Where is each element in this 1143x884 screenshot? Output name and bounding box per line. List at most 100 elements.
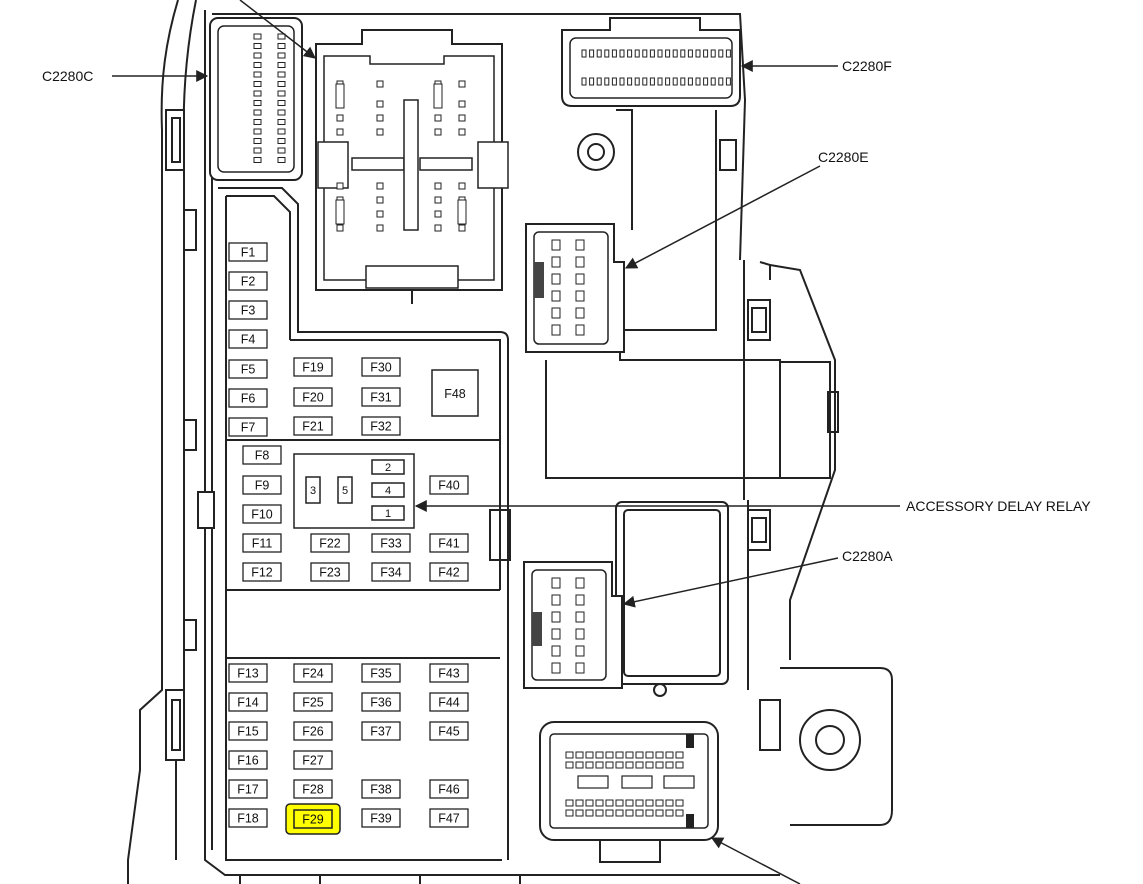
fuse-label-f36: F36 bbox=[370, 696, 392, 710]
connector-c2280a bbox=[523, 561, 623, 689]
c2280f-pin bbox=[703, 49, 709, 58]
c2280e-pin bbox=[575, 307, 585, 319]
center-connector-pin bbox=[336, 182, 344, 190]
c2280f-pin bbox=[680, 49, 686, 58]
c2280f-pin bbox=[642, 49, 648, 58]
c2280c-pin bbox=[277, 100, 286, 106]
fuse-label-f48: F48 bbox=[444, 387, 466, 401]
fuse-label-f26: F26 bbox=[302, 725, 324, 739]
housing-clips bbox=[165, 109, 781, 863]
bottom-connector-pin bbox=[665, 799, 674, 807]
fuse-label-f24: F24 bbox=[302, 667, 324, 681]
center-connector-pin bbox=[376, 128, 384, 136]
fuse-label-f1: F1 bbox=[241, 246, 256, 260]
fuse-f14: F14 bbox=[228, 692, 268, 712]
bottom-connector-pin bbox=[665, 809, 674, 817]
c2280f-pin bbox=[596, 77, 602, 86]
center-connector-pin bbox=[336, 128, 344, 136]
center-connector-pin bbox=[376, 224, 384, 232]
fuse-label-f28: F28 bbox=[302, 783, 324, 797]
c2280c-pin bbox=[253, 109, 262, 116]
bottom-connector-pin bbox=[575, 809, 584, 817]
connector-center-pins bbox=[335, 80, 467, 232]
c2280c-pin bbox=[277, 138, 286, 144]
c2280e-pin bbox=[575, 256, 585, 268]
c2280f-pin bbox=[589, 77, 595, 86]
center-connector-pin bbox=[376, 182, 384, 190]
bottom-connector-pin bbox=[615, 809, 624, 817]
c2280c-pin bbox=[277, 33, 286, 40]
c2280c-pin bbox=[277, 43, 286, 49]
bottom-connector-pin bbox=[625, 809, 634, 817]
bottom-connector-pin bbox=[565, 751, 574, 759]
fuse-f2: F2 bbox=[228, 271, 268, 291]
c2280f-pin bbox=[604, 49, 610, 58]
c2280f-pin bbox=[611, 49, 617, 58]
c2280c-pin bbox=[277, 81, 286, 87]
bottom-connector-pin bbox=[605, 809, 614, 817]
fuse-f15: F15 bbox=[228, 721, 268, 741]
c2280f-pin bbox=[589, 49, 595, 58]
bottom-connector-pin bbox=[635, 761, 644, 769]
c2280c-pin bbox=[277, 157, 286, 163]
fuse-label-f11: F11 bbox=[252, 537, 273, 551]
fuse-label-f38: F38 bbox=[370, 783, 392, 797]
bottom-connector-pin bbox=[575, 799, 584, 807]
c2280c-pin bbox=[253, 43, 262, 49]
connector-c2280c-pins bbox=[253, 33, 286, 163]
c2280c-pin bbox=[253, 138, 262, 144]
callout-lines bbox=[112, 0, 900, 884]
fuse-f47: F47 bbox=[429, 808, 469, 828]
connector-c2280e bbox=[525, 223, 625, 353]
c2280f-pin bbox=[695, 77, 701, 86]
bottom-connector-pin bbox=[645, 761, 654, 769]
bottom-connector-pin bbox=[565, 761, 574, 769]
c2280f-pin bbox=[581, 49, 587, 58]
center-connector-pin bbox=[458, 182, 466, 190]
c2280a-pin bbox=[551, 594, 561, 606]
fuse-label-f21: F21 bbox=[302, 420, 324, 434]
bottom-connector-pin bbox=[655, 799, 664, 807]
center-connector-pin bbox=[376, 210, 384, 218]
connector-bottom-right-pins bbox=[565, 751, 695, 817]
c2280f-pin bbox=[649, 49, 655, 58]
fuse-f26: F26 bbox=[293, 721, 333, 741]
c2280c-pin bbox=[277, 90, 286, 97]
fuse-label-f25: F25 bbox=[302, 696, 324, 710]
c2280e-pin bbox=[551, 256, 561, 268]
c2280f-pin bbox=[710, 77, 716, 86]
callout-c2280a: C2280A bbox=[842, 548, 893, 564]
connector-c2280a-pins bbox=[551, 577, 585, 674]
bottom-connector-pin bbox=[615, 799, 624, 807]
fuse-f1: F1 bbox=[228, 242, 268, 262]
c2280f-pin bbox=[634, 49, 640, 58]
fuse-label-f27: F27 bbox=[302, 754, 324, 768]
center-connector-pin bbox=[376, 196, 384, 204]
fuse-f35: F35 bbox=[361, 663, 401, 683]
c2280a-pin bbox=[575, 645, 585, 657]
c2280f-pin bbox=[657, 77, 663, 86]
bottom-connector-pin bbox=[675, 761, 684, 769]
c2280c-pin bbox=[253, 90, 262, 97]
fuse-f38: F38 bbox=[361, 779, 401, 799]
fuse-f36: F36 bbox=[361, 692, 401, 712]
c2280f-pin bbox=[665, 77, 671, 86]
c2280c-pin bbox=[253, 100, 262, 106]
fuse-f18: F18 bbox=[228, 808, 268, 828]
relay-terminal-3: 3 bbox=[310, 485, 316, 497]
fuse-label-f40: F40 bbox=[438, 479, 460, 493]
fuse-f13: F13 bbox=[228, 663, 268, 683]
fuse-f27: F27 bbox=[293, 750, 333, 770]
fuse-f19: F19 bbox=[293, 357, 333, 377]
bottom-connector-pin bbox=[575, 761, 584, 769]
bottom-connector-pin bbox=[595, 751, 604, 759]
c2280c-pin bbox=[277, 147, 286, 154]
c2280f-pin bbox=[710, 49, 716, 58]
fuse-label-f35: F35 bbox=[370, 667, 392, 681]
c2280a-pin bbox=[575, 628, 585, 640]
c2280f-pin bbox=[665, 49, 671, 58]
fuse-f39: F39 bbox=[361, 808, 401, 828]
connector-c2280f-pins bbox=[581, 49, 731, 86]
c2280f-pin bbox=[611, 77, 617, 86]
bottom-connector-pin bbox=[635, 799, 644, 807]
